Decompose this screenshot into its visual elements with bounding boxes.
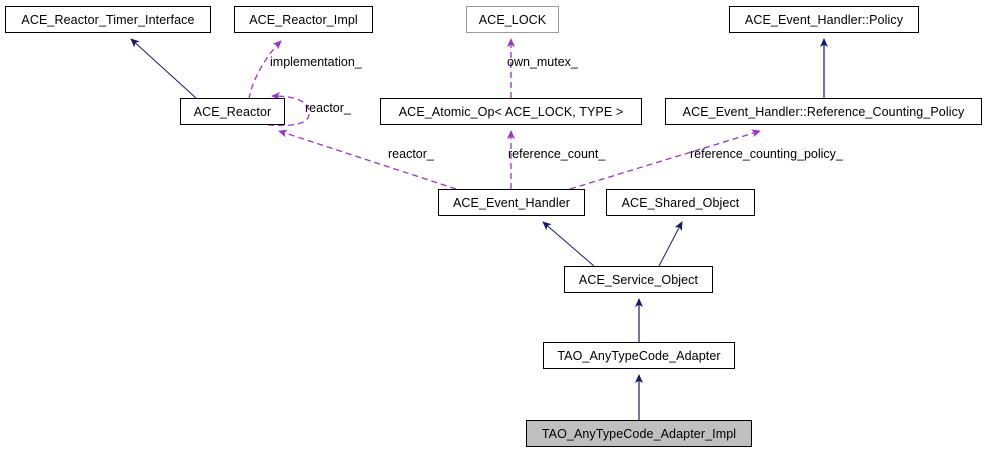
edge-reactor-to-timer-interface — [130, 38, 197, 99]
edge-reactor-to-reactor-impl — [248, 40, 282, 100]
node-ace-event-handler[interactable]: ACE_Event_Handler — [438, 189, 585, 216]
node-ace-reactor-impl[interactable]: ACE_Reactor_Impl — [234, 6, 373, 33]
node-label: TAO_AnyTypeCode_Adapter_Impl — [541, 426, 737, 441]
edge-label-implementation: implementation_ — [270, 55, 362, 69]
node-ace-event-handler-reference-counting-policy[interactable]: ACE_Event_Handler::Reference_Counting_Po… — [665, 98, 982, 125]
edge-eh-to-reactor — [278, 129, 457, 190]
node-label: ACE_Reactor_Impl — [249, 12, 358, 27]
node-ace-reactor[interactable]: ACE_Reactor — [180, 98, 285, 125]
edge-reactor-self-loop — [267, 92, 310, 127]
node-tao-anytypecode-adapter[interactable]: TAO_AnyTypeCode_Adapter — [543, 342, 735, 369]
edge-service-object-to-shared — [658, 221, 683, 267]
edge-label-reference-counting-policy: reference_counting_policy_ — [690, 147, 843, 161]
node-label: ACE_Atomic_Op< ACE_LOCK, TYPE > — [398, 104, 624, 119]
node-tao-anytypecode-adapter-impl[interactable]: TAO_AnyTypeCode_Adapter_Impl — [526, 420, 752, 447]
node-ace-lock[interactable]: ACE_LOCK — [466, 6, 559, 33]
node-label: ACE_Reactor — [193, 104, 272, 119]
node-label: ACE_Reactor_Timer_Interface — [21, 12, 195, 27]
node-label: ACE_Event_Handler::Reference_Counting_Po… — [682, 104, 965, 119]
edge-label-reactor: reactor_ — [388, 147, 434, 161]
node-ace-event-handler-policy[interactable]: ACE_Event_Handler::Policy — [729, 6, 919, 33]
node-label: ACE_Event_Handler::Policy — [744, 12, 904, 27]
node-label: ACE_Service_Object — [578, 272, 699, 287]
edge-eh-to-ref-policy — [569, 129, 761, 190]
node-label: ACE_LOCK — [478, 12, 547, 27]
edge-label-reference-count: reference_count_ — [508, 147, 606, 161]
node-label: TAO_AnyTypeCode_Adapter — [557, 348, 721, 363]
edge-label-own-mutex: own_mutex_ — [507, 55, 578, 69]
node-ace-atomic-op[interactable]: ACE_Atomic_Op< ACE_LOCK, TYPE > — [380, 98, 642, 125]
node-label: ACE_Event_Handler — [452, 195, 571, 210]
edge-service-object-to-eh — [542, 221, 595, 267]
node-ace-service-object[interactable]: ACE_Service_Object — [564, 266, 713, 293]
node-ace-shared-object[interactable]: ACE_Shared_Object — [606, 189, 755, 216]
node-ace-reactor-timer-interface[interactable]: ACE_Reactor_Timer_Interface — [5, 6, 211, 33]
node-label: ACE_Shared_Object — [621, 195, 740, 210]
edge-label-reactor-self: reactor_ — [305, 101, 351, 115]
